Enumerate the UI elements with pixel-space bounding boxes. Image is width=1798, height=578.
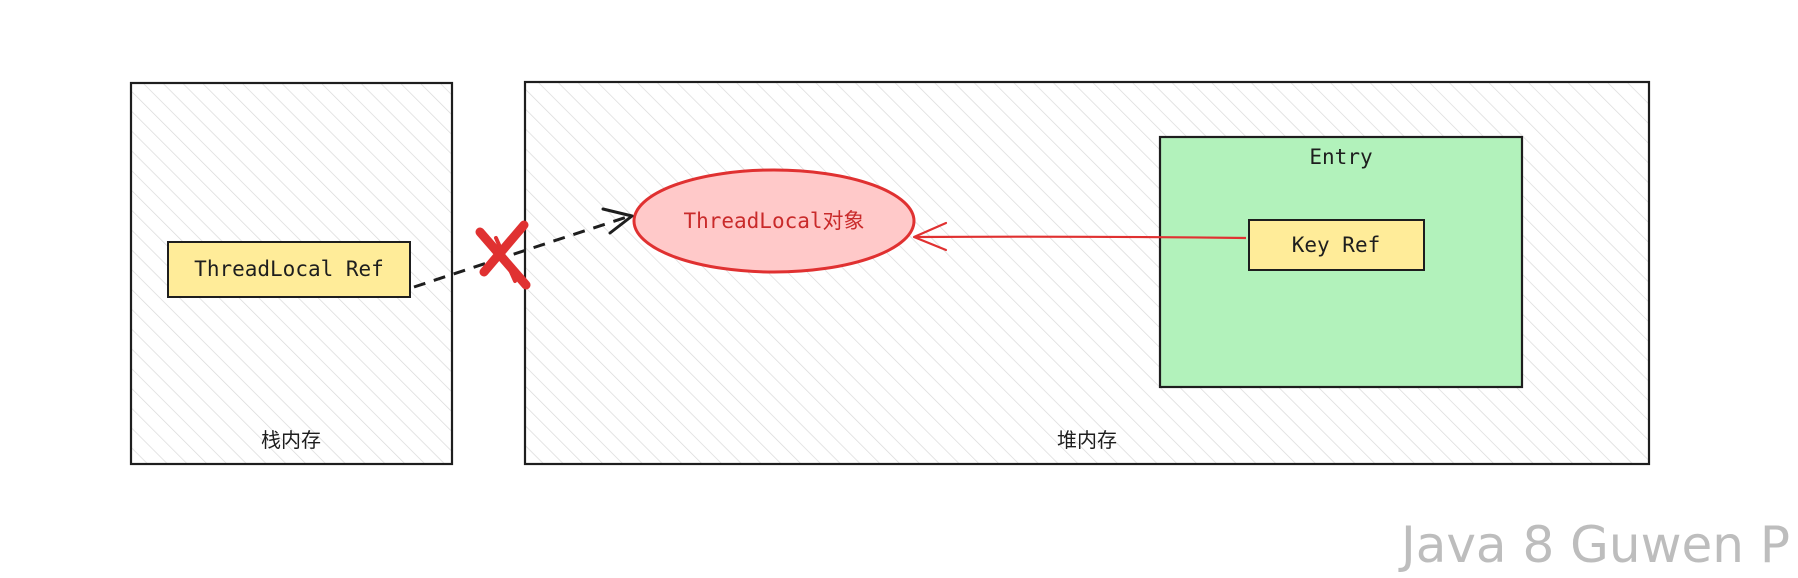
- key-ref-box: Key Ref: [1248, 219, 1425, 271]
- threadlocal-object-ellipse: ThreadLocal对象: [632, 168, 916, 274]
- weak-reference-arrow: [912, 221, 1247, 252]
- threadlocal-ref-box: ThreadLocal Ref: [167, 241, 411, 298]
- heap-memory-label: 堆内存: [1057, 428, 1117, 452]
- key-ref-label: Key Ref: [1292, 233, 1381, 257]
- entry-label: Entry: [1309, 145, 1372, 169]
- threadlocal-object-label: ThreadLocal对象: [683, 209, 864, 233]
- threadlocal-ref-label: ThreadLocal Ref: [194, 257, 384, 281]
- broken-reference-cross-icon: [475, 220, 531, 290]
- watermark-text: Java 8 Guwen P: [1400, 516, 1790, 574]
- stack-memory-label: 栈内存: [261, 428, 321, 452]
- strong-reference-arrow: [413, 207, 634, 289]
